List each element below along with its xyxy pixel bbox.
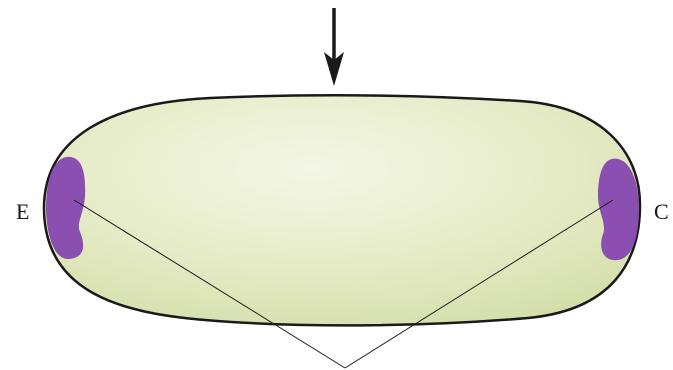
left-pole-label: E [16,199,29,224]
down-arrow-icon [324,8,344,86]
right-pole-label: C [654,199,669,224]
cell-body [44,95,640,325]
